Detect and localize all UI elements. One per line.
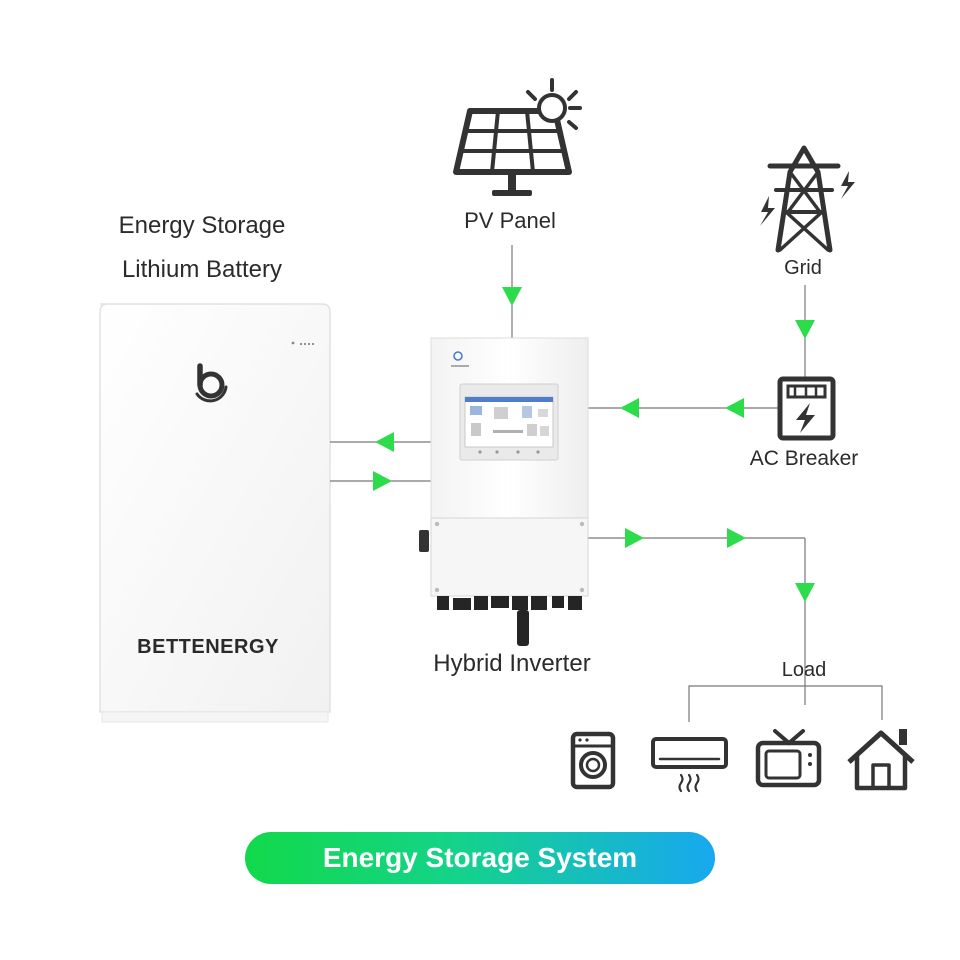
- battery-brand: BETTENERGY: [137, 636, 279, 658]
- washing-machine-icon: [570, 731, 616, 790]
- battery-status-leds: [291, 341, 315, 346]
- arrow-grid-down: [795, 320, 815, 339]
- inverter-logo-icon: [451, 351, 469, 367]
- arrow-load-right-2: [727, 528, 746, 548]
- inverter-display: [459, 383, 559, 461]
- logo-icon: [195, 363, 228, 403]
- load-label: Load: [781, 659, 827, 681]
- inverter-switch: [419, 530, 429, 552]
- lightning-icon: [760, 171, 855, 226]
- arrow-load-right-1: [625, 528, 644, 548]
- ac-breaker-label: AC Breaker: [749, 447, 859, 470]
- tv-icon: [755, 729, 822, 788]
- hybrid-inverter-label: Hybrid Inverter: [433, 650, 591, 677]
- arrow-breaker-left-1: [725, 398, 744, 418]
- arrow-to-battery-left: [375, 432, 394, 452]
- arrow-to-inverter-right: [373, 471, 392, 491]
- arrow-pv-down: [502, 287, 522, 306]
- battery-title-line2: Lithium Battery: [121, 256, 283, 283]
- battery-cabinet: [99, 303, 331, 723]
- solar-panel-icon: [453, 108, 572, 196]
- grid-label: Grid: [784, 257, 822, 279]
- system-title-banner: Energy Storage System: [245, 832, 715, 884]
- hybrid-inverter: [419, 337, 589, 646]
- inverter-cable-glands: [437, 596, 582, 646]
- air-conditioner-icon: [651, 737, 728, 793]
- flow-arrows: [373, 287, 815, 602]
- breaker-icon: [777, 376, 836, 441]
- transmission-tower-icon: [767, 145, 841, 253]
- sun-icon: [526, 78, 582, 130]
- arrow-load-down: [795, 583, 815, 602]
- system-title-text: Energy Storage System: [322, 842, 638, 873]
- house-icon: [847, 729, 915, 791]
- load-distribution-bracket: [688, 685, 883, 722]
- arrow-breaker-left-2: [620, 398, 639, 418]
- pv-panel-label: PV Panel: [464, 208, 556, 233]
- battery-title-line1: Energy Storage: [118, 212, 286, 239]
